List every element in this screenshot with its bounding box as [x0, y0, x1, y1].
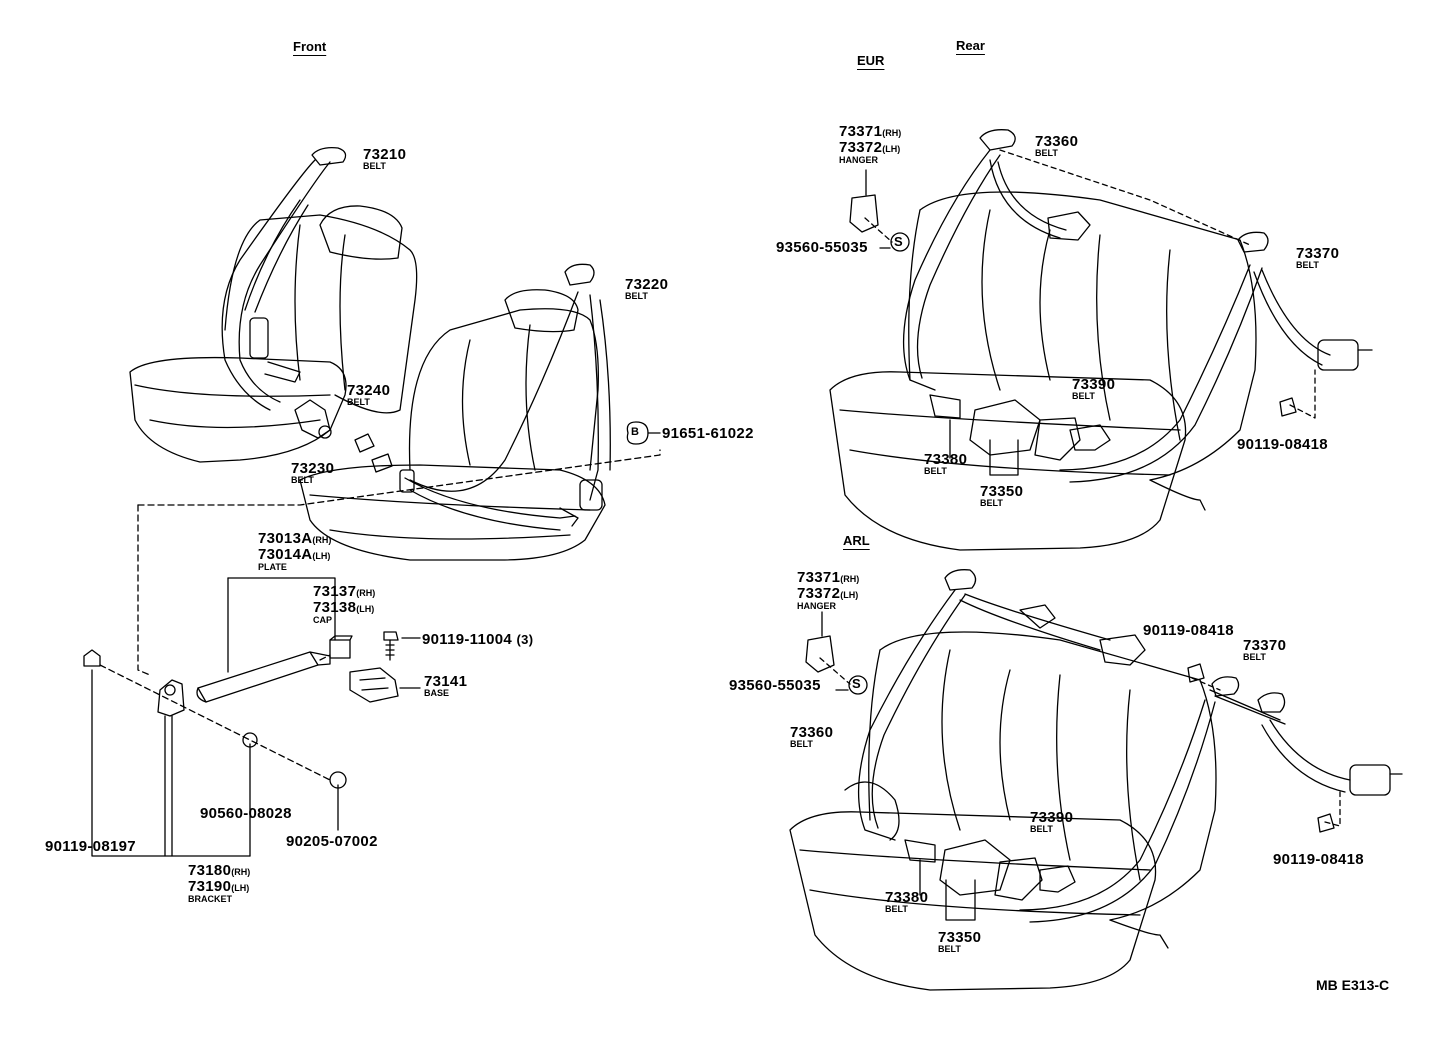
label-91651-61022: 91651-61022	[662, 425, 754, 442]
arl-belt-73360-drawing	[844, 569, 1146, 841]
arl-buckles-drawing	[904, 839, 1076, 921]
label-eur-73370: 73370 BELT	[1296, 245, 1340, 270]
label-90119-08197: 90119-08197	[45, 838, 136, 855]
arl-mark-s: S	[852, 676, 861, 691]
arl-seat-drawing	[789, 631, 1217, 991]
label-90205-07002: 90205-07002	[286, 833, 378, 850]
label-73240: 73240 BELT	[347, 382, 391, 407]
label-plate: 73013A(RH) 73014A(LH) PLATE	[258, 530, 332, 572]
label-eur-73350: 73350 BELT	[980, 483, 1024, 508]
label-arl-93560-55035: 93560-55035	[729, 677, 821, 694]
front-belt-73210-drawing	[221, 147, 347, 411]
arl-hanger-drawing	[805, 611, 1335, 833]
front-leader-solid	[626, 421, 661, 445]
label-cap: 73137(RH) 73138(LH) CAP	[313, 583, 376, 625]
mark-b: B	[631, 426, 640, 438]
label-73141: 73141 BASE	[424, 673, 468, 698]
front-belt-73220-drawing	[399, 263, 611, 531]
label-73210: 73210 BELT	[363, 146, 407, 171]
label-arl-73370: 73370 BELT	[1243, 637, 1287, 662]
label-bracket: 73180(RH) 73190(LH) BRACKET	[188, 862, 251, 904]
eur-hanger-drawing	[849, 169, 1297, 417]
eur-belt-73360-drawing	[902, 129, 1091, 391]
eur-buckles-drawing	[929, 394, 1111, 476]
eur-seat-drawing	[829, 191, 1257, 551]
rear-header: Rear	[956, 38, 985, 53]
bolt-drawing	[383, 631, 421, 661]
label-arl-73360: 73360 BELT	[790, 724, 834, 749]
front-buckle-73240-drawing	[294, 399, 393, 473]
label-arl-90119-08418-bottom: 90119-08418	[1273, 851, 1364, 868]
label-arl-90119-08418-top: 90119-08418	[1143, 622, 1234, 639]
bracket-drawing	[91, 669, 339, 857]
diagram-code: MB E313-C	[1316, 977, 1390, 993]
arl-leaders	[819, 657, 1341, 827]
label-eur-hanger: 73371(RH) 73372(LH) HANGER	[839, 123, 902, 165]
label-arl-73390: 73390 BELT	[1030, 809, 1074, 834]
label-eur-73380: 73380 BELT	[924, 451, 968, 476]
cap-drawing	[329, 635, 353, 659]
front-seat-right-drawing	[299, 289, 606, 561]
arl-header: ARL	[843, 533, 870, 548]
front-leader-lines	[99, 449, 661, 781]
label-eur-73360: 73360 BELT	[1035, 133, 1079, 158]
eur-leaders	[864, 149, 1316, 419]
plate-drawing	[196, 577, 336, 703]
label-arl-hanger: 73371(RH) 73372(LH) HANGER	[797, 569, 860, 611]
label-eur-93560-55035: 93560-55035	[776, 239, 868, 256]
eur-mark-s: S	[894, 234, 903, 249]
front-header: Front	[293, 39, 327, 54]
small-parts-drawing	[83, 649, 347, 789]
label-90560-08028: 90560-08028	[200, 805, 292, 822]
eur-header: EUR	[857, 53, 885, 68]
front-seat-left-drawing	[129, 205, 418, 463]
arl-belt-73370-drawing	[1019, 676, 1403, 949]
label-eur-90119-08418: 90119-08418	[1237, 436, 1328, 453]
label-90119-11004: 90119-11004 (3)	[422, 631, 534, 648]
label-arl-73350: 73350 BELT	[938, 929, 982, 954]
label-arl-73380: 73380 BELT	[885, 889, 929, 914]
label-eur-73390: 73390 BELT	[1072, 376, 1116, 401]
label-73230: 73230 BELT	[291, 460, 335, 485]
base-drawing	[349, 667, 421, 703]
eur-belt-73370-drawing	[1059, 231, 1373, 511]
label-73220: 73220 BELT	[625, 276, 669, 301]
